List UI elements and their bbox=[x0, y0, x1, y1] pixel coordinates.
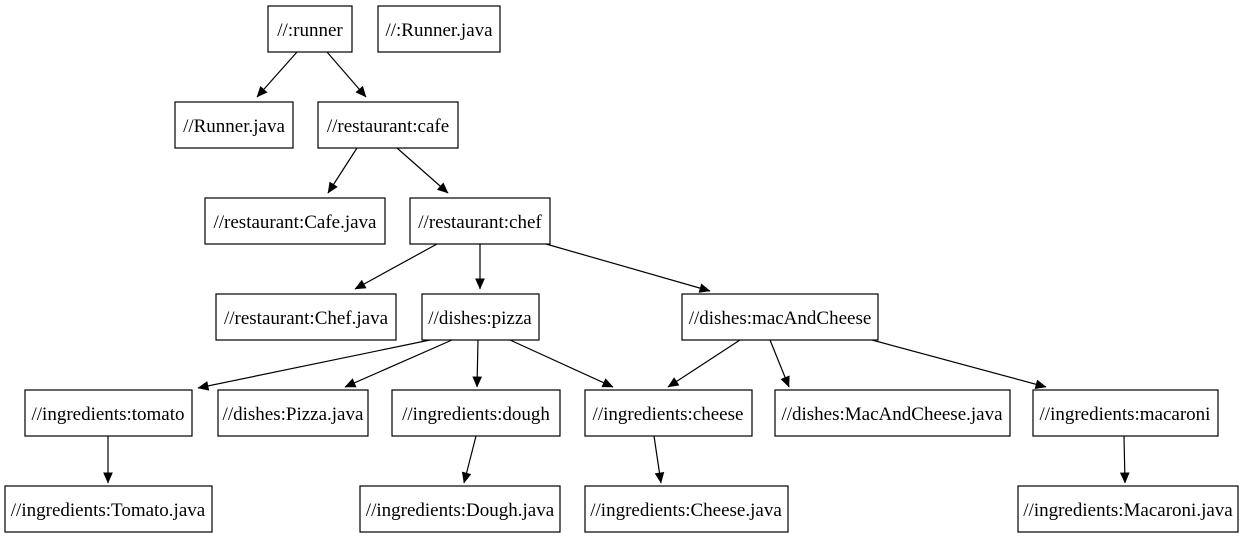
node-box bbox=[681, 293, 879, 341]
node-label: //restaurant:chef bbox=[418, 212, 542, 233]
node-label: //:Runner.java bbox=[385, 20, 493, 41]
edge-cheese-to-cheese-java bbox=[653, 435, 665, 484]
edge-chef-to-chef-java bbox=[354, 243, 438, 290]
node-macaroni-java: //ingredients:Macaroni.java bbox=[1017, 485, 1239, 533]
node-chef: //restaurant:chef bbox=[409, 197, 551, 245]
node-label: //dishes:macAndCheese bbox=[689, 308, 872, 329]
node-box bbox=[174, 101, 294, 149]
edge-cafe-to-cafe-java bbox=[327, 147, 358, 194]
node-dough-java: //ingredients:Dough.java bbox=[359, 485, 561, 533]
node-cafe: //restaurant:cafe bbox=[317, 101, 459, 149]
node-label: //ingredients:Macaroni.java bbox=[1023, 500, 1233, 521]
edge-runner-to-cafe bbox=[326, 51, 367, 98]
node-label: //ingredients:macaroni bbox=[1040, 404, 1211, 425]
node-runner: //:runner bbox=[267, 5, 353, 53]
node-cheese-java: //ingredients:Cheese.java bbox=[584, 485, 789, 533]
node-box bbox=[774, 389, 1011, 437]
edge-pizza-to-dough bbox=[472, 339, 483, 388]
node-runner-java-root: //:Runner.java bbox=[377, 5, 501, 53]
node-cafe-java: //restaurant:Cafe.java bbox=[204, 197, 386, 245]
edge-mac-and-cheese-to-mac-and-cheese-java bbox=[769, 339, 790, 388]
node-box bbox=[377, 5, 501, 53]
edge-pizza-to-pizza-java bbox=[344, 339, 453, 388]
node-label: //ingredients:dough bbox=[402, 404, 550, 425]
node-label: //:runner bbox=[277, 20, 343, 41]
node-label: //restaurant:cafe bbox=[327, 116, 449, 137]
node-mac-and-cheese: //dishes:macAndCheese bbox=[681, 293, 879, 341]
node-label: //ingredients:Tomato.java bbox=[11, 500, 206, 521]
edge-mac-and-cheese-to-cheese bbox=[667, 339, 741, 388]
node-box bbox=[4, 485, 213, 533]
node-label: //ingredients:cheese bbox=[593, 404, 744, 425]
node-label: //dishes:Pizza.java bbox=[223, 404, 364, 425]
edges-layer bbox=[103, 51, 1130, 484]
node-pizza: //dishes:pizza bbox=[421, 293, 540, 341]
edge-runner-to-runner-java bbox=[256, 51, 298, 98]
node-tomato: //ingredients:tomato bbox=[24, 389, 193, 437]
nodes-layer: //:runner //:Runner.java //Runner.java /… bbox=[4, 5, 1239, 533]
edge-dough-to-dough-java bbox=[461, 435, 477, 484]
node-box bbox=[359, 485, 561, 533]
node-label: //dishes:pizza bbox=[428, 308, 532, 329]
node-tomato-java: //ingredients:Tomato.java bbox=[4, 485, 213, 533]
node-box bbox=[204, 197, 386, 245]
node-label: //restaurant:Cafe.java bbox=[213, 212, 377, 233]
node-runner-java: //Runner.java bbox=[174, 101, 294, 149]
node-label: //ingredients:tomato bbox=[31, 404, 184, 425]
edge-pizza-to-tomato bbox=[197, 339, 431, 391]
edge-chef-to-mac-and-cheese bbox=[545, 243, 711, 293]
node-macaroni: //ingredients:macaroni bbox=[1032, 389, 1219, 437]
node-box bbox=[1032, 389, 1219, 437]
node-box bbox=[267, 5, 353, 53]
node-box bbox=[215, 293, 397, 341]
node-pizza-java: //dishes:Pizza.java bbox=[217, 389, 369, 437]
node-box bbox=[409, 197, 551, 245]
node-chef-java: //restaurant:Chef.java bbox=[215, 293, 397, 341]
node-cheese: //ingredients:cheese bbox=[584, 389, 753, 437]
node-box bbox=[317, 101, 459, 149]
node-box bbox=[1017, 485, 1239, 533]
edge-macaroni-to-macaroni-java bbox=[1119, 435, 1130, 484]
node-mac-and-cheese-java: //dishes:MacAndCheese.java bbox=[774, 389, 1011, 437]
node-label: //Runner.java bbox=[183, 116, 285, 137]
node-box bbox=[24, 389, 193, 437]
node-label: //ingredients:Dough.java bbox=[366, 500, 555, 521]
node-label: //restaurant:Chef.java bbox=[224, 308, 389, 329]
node-dough: //ingredients:dough bbox=[391, 389, 561, 437]
edge-pizza-to-cheese bbox=[509, 339, 614, 388]
node-box bbox=[391, 389, 561, 437]
node-box bbox=[217, 389, 369, 437]
node-box bbox=[584, 389, 753, 437]
node-box bbox=[584, 485, 789, 533]
node-label: //ingredients:Cheese.java bbox=[590, 500, 782, 521]
node-label: //dishes:MacAndCheese.java bbox=[781, 404, 1003, 425]
edge-cafe-to-chef bbox=[396, 147, 449, 194]
edge-mac-and-cheese-to-macaroni bbox=[871, 339, 1047, 389]
node-box bbox=[421, 293, 540, 341]
